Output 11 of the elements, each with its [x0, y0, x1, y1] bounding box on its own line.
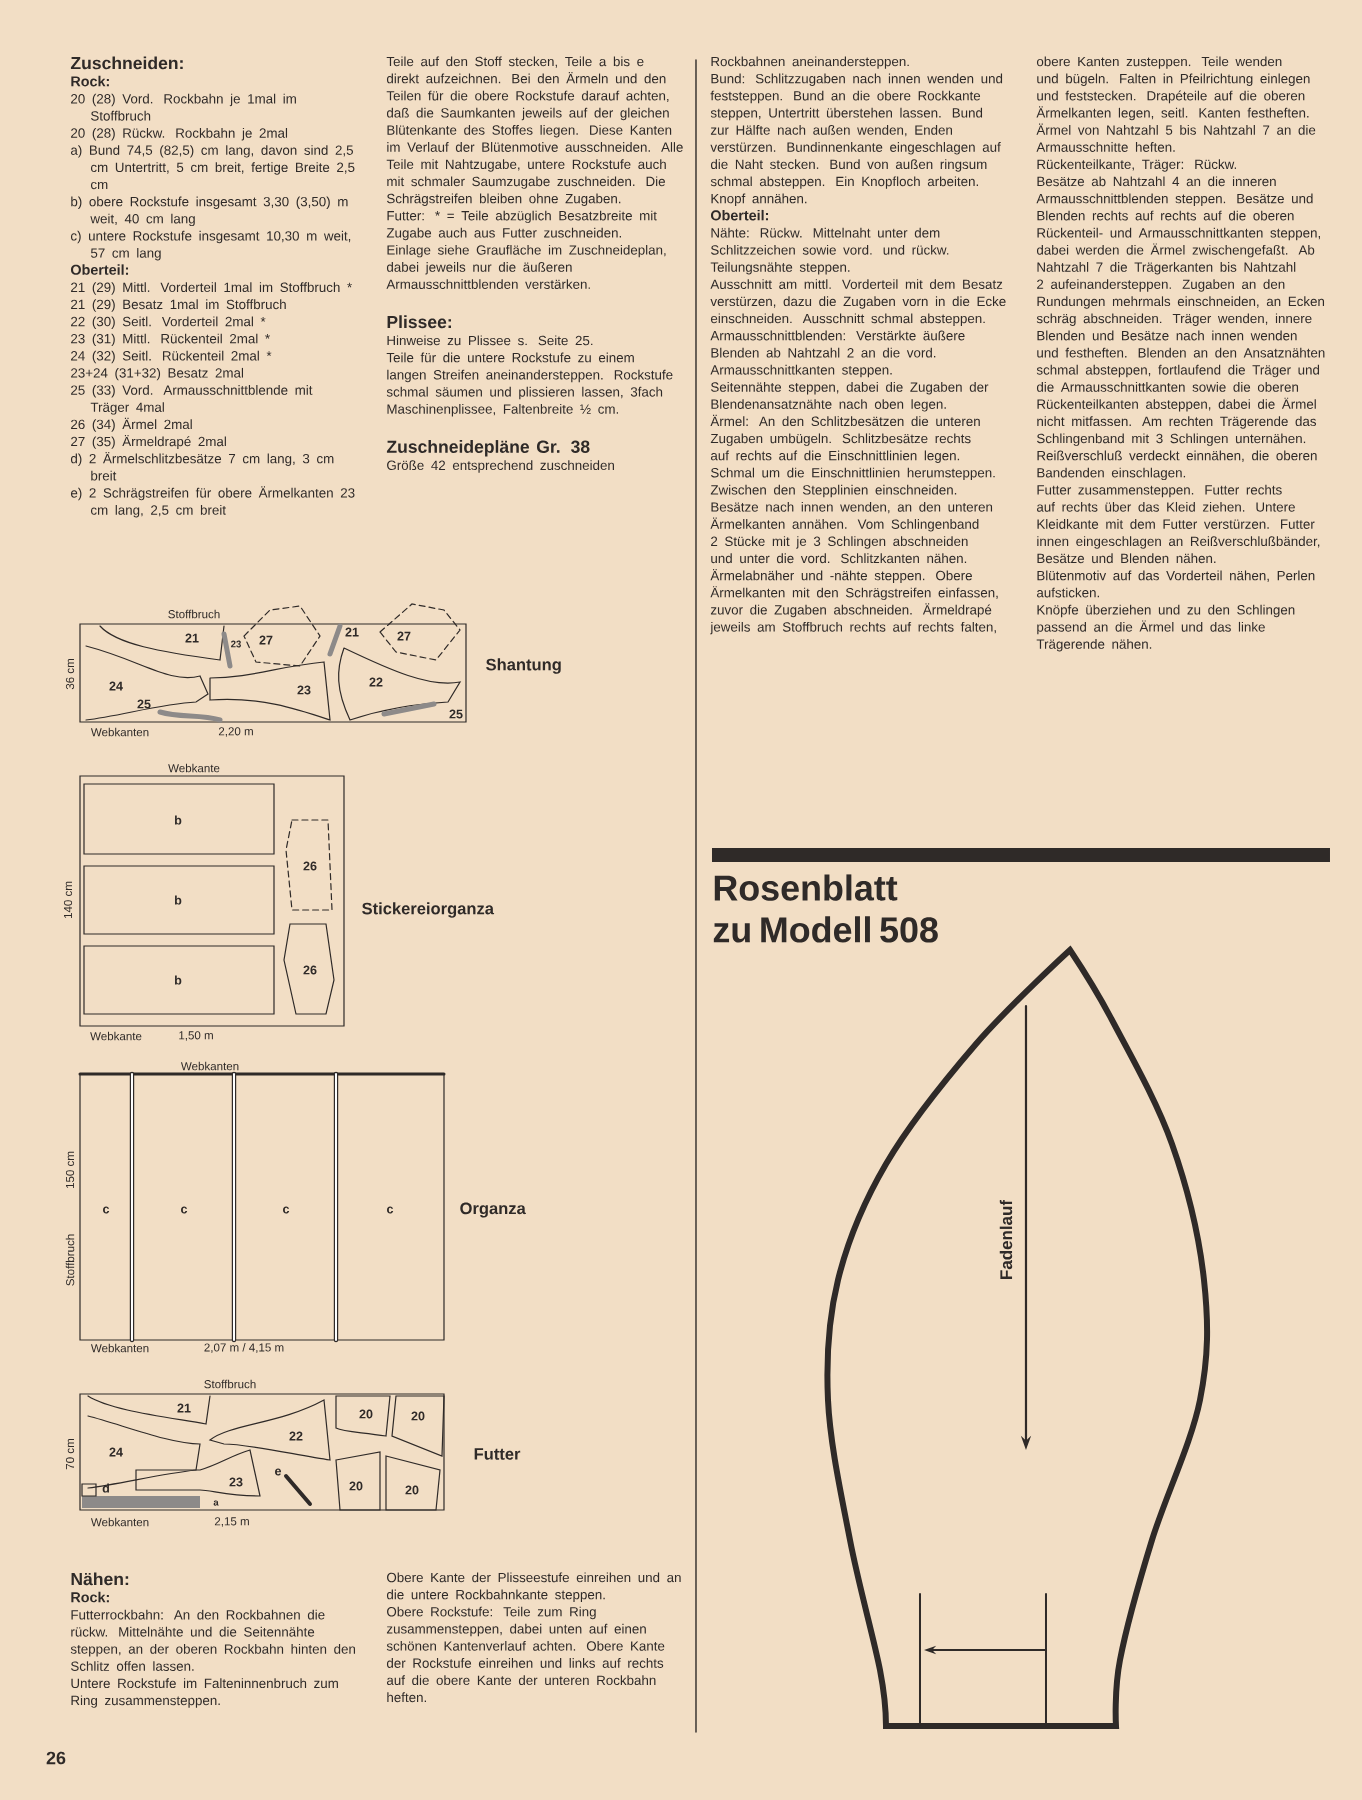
- section-title: Rosenblatt zu Modell 508: [713, 874, 938, 943]
- section-heading: Nähen:: [71, 1572, 129, 1586]
- fabric-name: Shantung: [486, 658, 561, 674]
- section-heading: Zuschneiden:: [70, 56, 183, 70]
- section-heading: Plissee:: [387, 315, 451, 329]
- section-heading: Zuschneidepläne Gr. 38: [386, 440, 590, 457]
- fabric-name: Futter: [474, 1448, 521, 1460]
- fabric-name: Stickereiorganza: [362, 902, 495, 918]
- fabric-name: Organza: [460, 1202, 526, 1218]
- grain-line-label: Fadenlauf: [999, 1199, 1013, 1279]
- page-number: 26: [46, 1751, 66, 1765]
